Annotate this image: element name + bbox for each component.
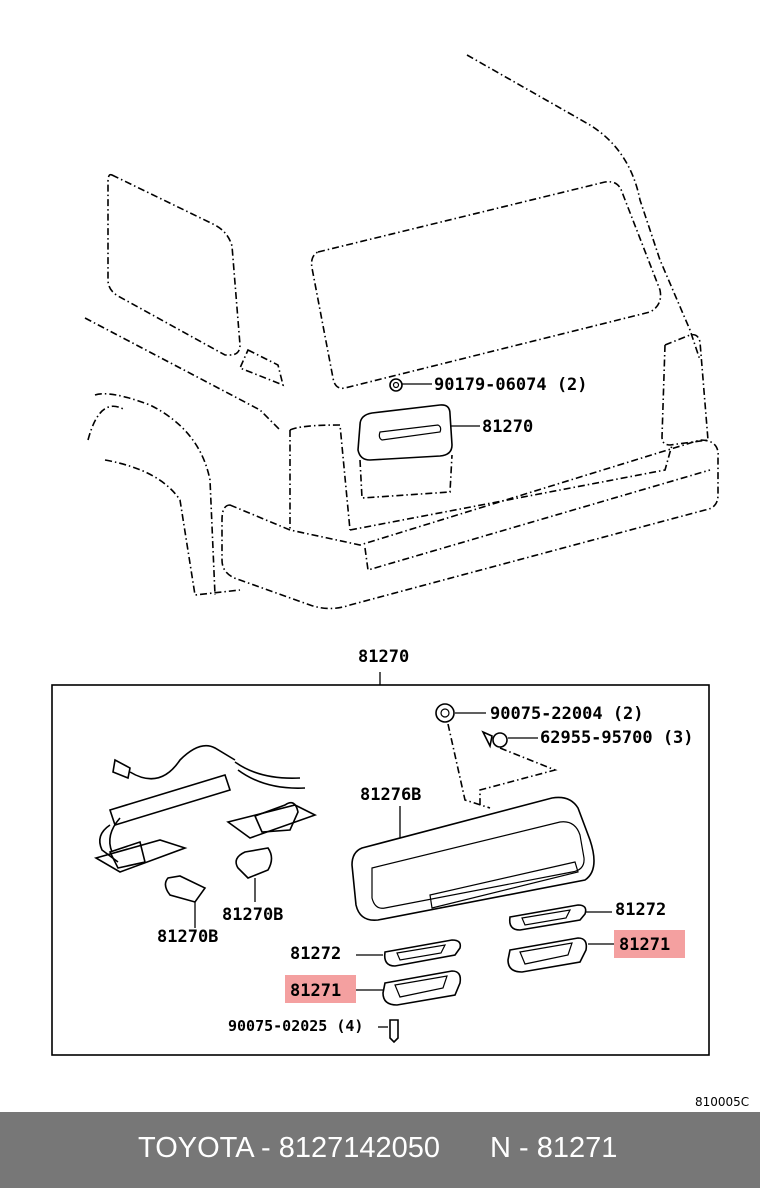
screw-icon-small bbox=[389, 1019, 399, 1044]
label-assembly: 81270 bbox=[358, 647, 409, 667]
highlight-lens-right bbox=[614, 930, 685, 958]
footer-ref-number: N - 81271 bbox=[490, 1132, 618, 1164]
assembly-box bbox=[51, 684, 710, 1056]
label-top-screw: 90179-06074 (2) bbox=[434, 375, 588, 395]
footer-part-number: TOYOTA - 8127142050 bbox=[138, 1132, 441, 1164]
nut-icon bbox=[435, 703, 455, 723]
parts-diagram: 90179-06074 (2) 81270 81270 90075-22004 … bbox=[51, 54, 749, 1109]
lens-left bbox=[382, 970, 462, 1006]
label-lens: 81276B bbox=[360, 785, 421, 805]
label-gasket-right: 81272 bbox=[615, 900, 666, 920]
gasket-right bbox=[508, 904, 587, 931]
label-lens-right: 81271 bbox=[619, 935, 670, 955]
footer-bar: TOYOTA - 8127142050 N - 81271 bbox=[0, 1112, 760, 1188]
label-nut: 90075-22004 (2) bbox=[490, 704, 644, 724]
label-bulb-b: 81270B bbox=[222, 905, 283, 925]
lens-right bbox=[507, 937, 588, 973]
label-screw: 90075-02025 (4) bbox=[228, 1017, 363, 1035]
gasket-left bbox=[383, 939, 462, 967]
bulb-icon-b bbox=[235, 847, 273, 879]
label-clip: 62955-95700 (3) bbox=[540, 728, 694, 748]
diagram-canvas: 90179-06074 (2) 81270 81270 90075-22004 … bbox=[51, 54, 749, 1109]
screw-icon bbox=[389, 378, 403, 392]
label-gasket-left: 81272 bbox=[290, 944, 341, 964]
clip-icon bbox=[481, 730, 508, 749]
vehicle-rear-illustration bbox=[84, 54, 719, 610]
highlight-lens-left bbox=[285, 975, 356, 1003]
lens-housing bbox=[351, 796, 595, 922]
label-lens-left: 81271 bbox=[290, 981, 341, 1001]
wire-harness bbox=[93, 744, 318, 873]
bulb-icon-a bbox=[164, 875, 207, 903]
label-bulb-a: 81270B bbox=[157, 927, 218, 947]
ref-code: 810005C bbox=[695, 1095, 749, 1109]
label-top-lamp: 81270 bbox=[482, 417, 533, 437]
